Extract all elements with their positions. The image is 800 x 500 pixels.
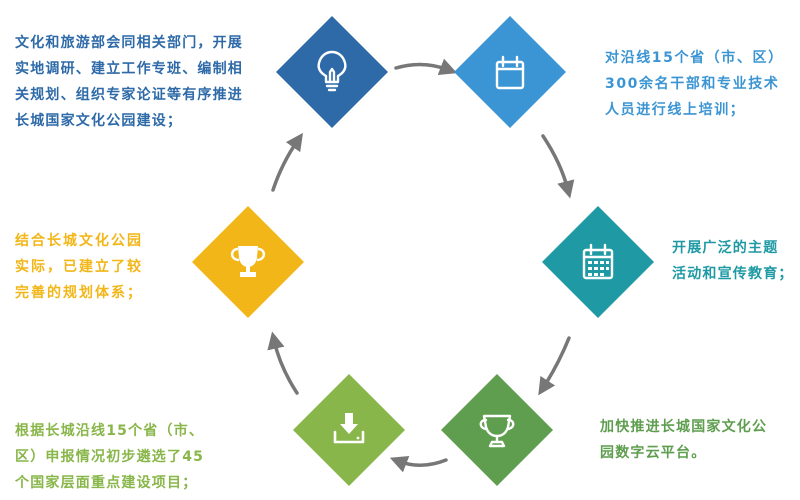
lightbulb-icon — [317, 50, 347, 92]
step-6-line-1: 结合长城文化公园 — [15, 233, 143, 249]
step-4-line-2: 园数字云平台。 — [600, 445, 707, 461]
step-5-line-2: 区）申报情况初步遴选了45 — [15, 449, 205, 465]
step-2-line-2: 300余名干部和专业技术 — [605, 76, 780, 92]
step-3-line-1: 开展广泛的主题 — [672, 240, 779, 256]
step-6-line-3: 完善的规划体系； — [15, 285, 143, 301]
step-2-diamond — [454, 16, 566, 128]
step-4-diamond — [441, 374, 553, 486]
step-2-line-3: 人员进行线上培训； — [605, 102, 746, 118]
arrow-4-to-5 — [389, 456, 448, 473]
step-1-line-1: 文化和旅游部会同相关部门，开展 — [15, 35, 243, 51]
calendar-grid-icon — [582, 243, 614, 280]
trophy-cup-icon — [479, 414, 515, 448]
step-1-line-4: 长城国家文化公园建设； — [15, 113, 183, 129]
step-3-diamond — [542, 206, 654, 318]
step-6-text: 结合长城文化公园 实际，已建立了较 完善的规划体系； — [15, 228, 143, 306]
step-4-line-1: 加快推进长城国家文化公 — [600, 419, 768, 435]
step-1-line-3: 关规划、组织专家论证等有序推进 — [15, 87, 243, 103]
trophy-icon — [230, 246, 266, 277]
step-2-text: 对沿线15个省（市、区） 300余名干部和专业技术 人员进行线上培训； — [605, 45, 784, 123]
step-3-text: 开展广泛的主题 活动和宣传教育； — [672, 235, 794, 287]
step-6-diamond — [192, 206, 304, 318]
step-5-line-1: 根据长城沿线15个省（市、 — [15, 423, 205, 439]
download-icon — [333, 413, 365, 444]
step-5-diamond — [293, 374, 405, 486]
arrow-6-to-1 — [271, 132, 303, 192]
step-4-text: 加快推进长城国家文化公 园数字云平台。 — [600, 414, 767, 466]
step-6-line-2: 实际，已建立了较 — [15, 259, 143, 275]
step-3-line-2: 活动和宣传教育； — [672, 266, 794, 282]
step-1-diamond — [276, 16, 388, 128]
arrow-3-to-4 — [538, 336, 571, 396]
step-1-text: 文化和旅游部会同相关部门，开展 实地调研、建立工作专班、编制相 关规划、组织专家… — [15, 30, 243, 134]
arrow-1-to-2 — [394, 58, 458, 76]
calendar-icon — [495, 55, 525, 90]
arrow-5-to-6 — [267, 331, 299, 395]
connector-arrows — [267, 58, 575, 473]
arrow-2-to-3 — [541, 134, 575, 199]
step-1-line-2: 实地调研、建立工作专班、编制相 — [15, 61, 243, 77]
step-2-line-1: 对沿线15个省（市、区） — [605, 50, 784, 66]
step-5-line-3: 个国家层面重点建设项目； — [15, 475, 198, 491]
step-5-text: 根据长城沿线15个省（市、 区）申报情况初步遴选了45 个国家层面重点建设项目； — [15, 418, 204, 496]
